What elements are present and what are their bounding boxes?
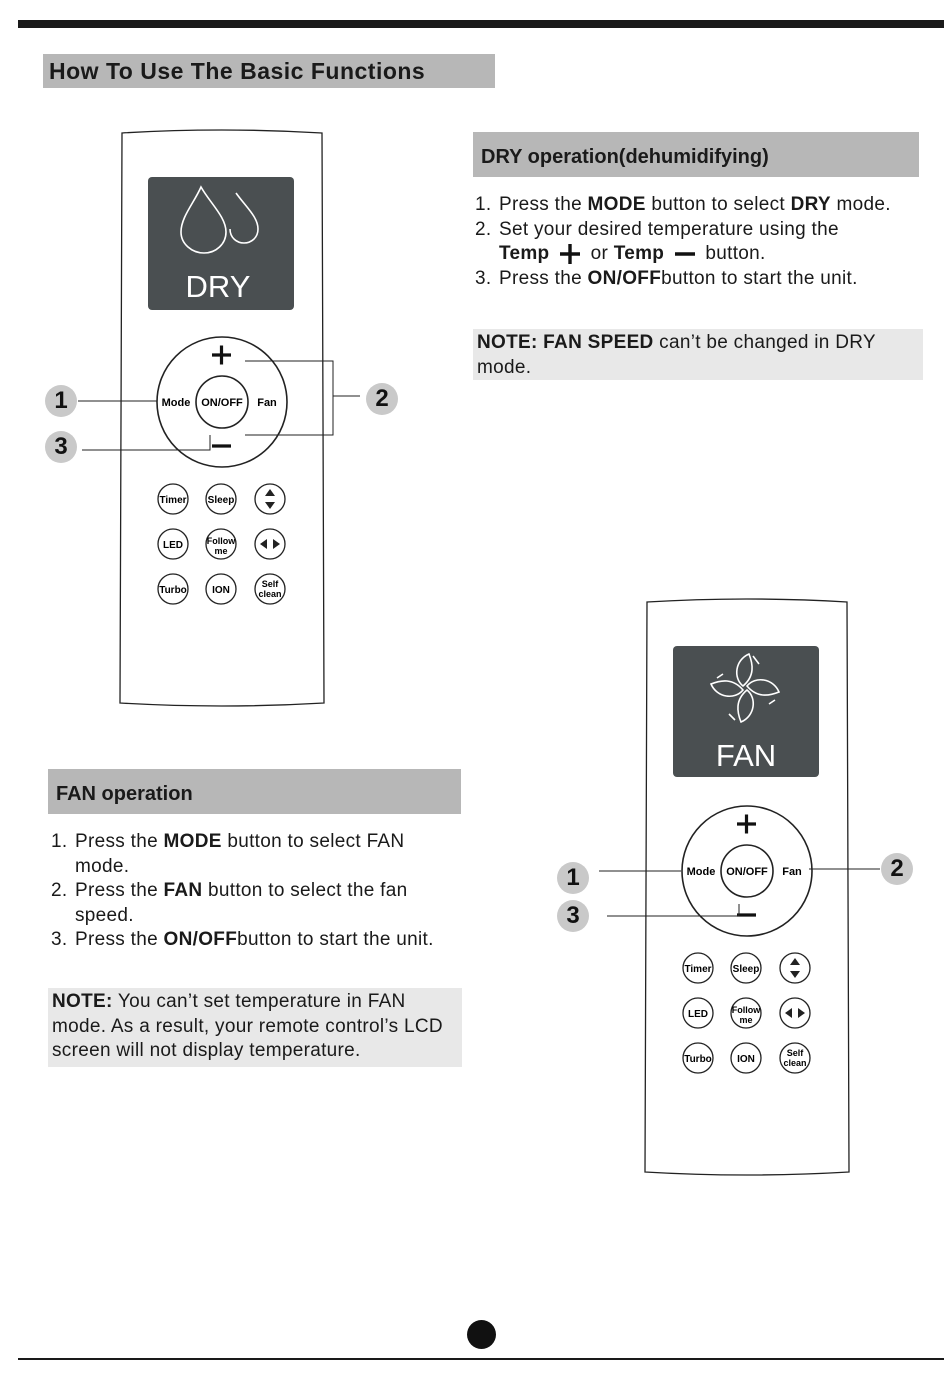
remote-illustration-dry: DRY ON/OFF Mode Fan Timer Sleep LED Foll… [78, 129, 360, 707]
fan-step-3: 3. Press the ON/OFFbutton to start the u… [51, 929, 434, 950]
minus-icon [674, 252, 695, 256]
up-down-arrows-icon [790, 958, 800, 978]
fan-label: Fan [782, 866, 802, 878]
led-button-label: LED [688, 1009, 708, 1020]
plus-icon [560, 243, 581, 264]
temp-plus-icon [212, 345, 231, 365]
lcd-screen [673, 646, 819, 777]
clean-button-label: clean [783, 1058, 806, 1068]
water-drops-icon [180, 185, 259, 254]
up-down-arrows-icon [265, 489, 275, 509]
led-button-label: LED [163, 540, 183, 551]
left-right-arrows-icon [785, 1008, 805, 1018]
mode-label: Mode [162, 397, 191, 409]
timer-button-label: Timer [684, 964, 711, 975]
fan-section-heading: FAN operation [48, 769, 461, 814]
bottom-rule [18, 1358, 944, 1360]
dry-step-3: 3. Press the ON/OFFbutton to start the u… [475, 267, 858, 289]
sleep-button-label: Sleep [208, 495, 235, 506]
dry-note: NOTE: FAN SPEED can’t be changed in DRY … [473, 329, 923, 380]
fan-note: NOTE: You can’t set temperature in FAN m… [48, 988, 462, 1067]
follow-button-label: Follow [207, 536, 236, 546]
callout-1-dry: 1 [45, 385, 77, 417]
page-title: How To Use The Basic Functions [43, 54, 495, 88]
lcd-mode-text: FAN [716, 738, 776, 773]
callout-2-fan: 2 [881, 853, 913, 885]
fan-icon [709, 652, 781, 724]
mode-label: Mode [687, 866, 716, 878]
temp-plus-icon [737, 814, 756, 834]
left-right-arrows-icon [260, 539, 280, 549]
callout-2-dry: 2 [366, 383, 398, 415]
callout-1-fan: 1 [557, 862, 589, 894]
page-number-dot [467, 1320, 496, 1349]
onoff-label: ON/OFF [201, 397, 243, 409]
turbo-button-label: Turbo [684, 1054, 712, 1065]
turbo-button-label: Turbo [159, 585, 187, 596]
fan-steps: 1. Press the MODE button to select FAN m… [51, 830, 461, 953]
self-button-label: Self [787, 1048, 805, 1058]
clean-button-label: clean [258, 589, 281, 599]
onoff-button[interactable] [195, 375, 249, 429]
dry-step-1: 1. Press the MODE button to select DRY m… [475, 194, 891, 215]
callout-3-dry: 3 [45, 431, 77, 463]
dry-section-heading: DRY operation(dehumidifying) [473, 132, 919, 177]
fan-step-1: 1. Press the MODE button to select FAN m… [51, 831, 405, 877]
self-button-label: Self [262, 579, 280, 589]
dry-step-2: 2. Set your desired temperature using th… [475, 218, 839, 265]
callout-leaders [599, 868, 880, 917]
top-rule [18, 20, 944, 28]
lcd-mode-text: DRY [186, 269, 251, 304]
small-buttons [157, 483, 286, 605]
callout-3-fan: 3 [557, 900, 589, 932]
fan-label: Fan [257, 397, 277, 409]
onoff-label: ON/OFF [726, 866, 768, 878]
remote-illustration-fan: FAN ON/OFF Mode Fan Timer Sleep LED Foll… [599, 598, 880, 1176]
ion-button-label: ION [737, 1054, 755, 1065]
follow-me-label: me [739, 1015, 752, 1025]
follow-me-label: me [214, 546, 227, 556]
onoff-button[interactable] [720, 844, 774, 898]
sleep-button-label: Sleep [733, 964, 760, 975]
fan-step-2: 2. Press the FAN button to select the fa… [51, 880, 408, 926]
follow-button-label: Follow [732, 1005, 761, 1015]
callout-leaders [78, 360, 360, 451]
timer-button-label: Timer [159, 495, 186, 506]
dry-steps: 1. Press the MODE button to select DRY m… [475, 193, 923, 291]
ion-button-label: ION [212, 585, 230, 596]
small-buttons [682, 952, 811, 1074]
